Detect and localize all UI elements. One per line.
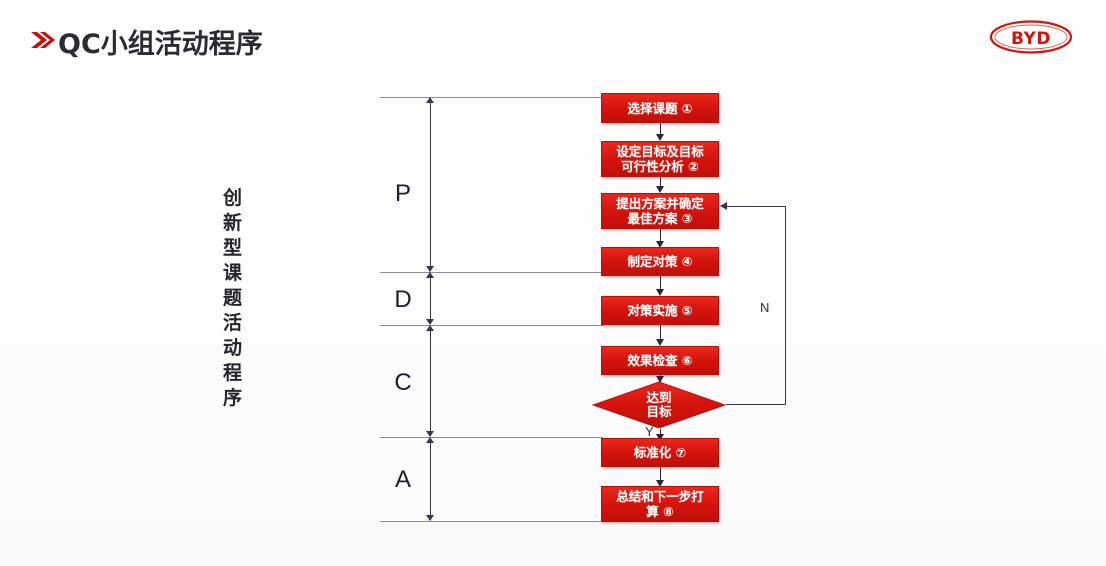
flow-step-2[interactable]: 设定目标及目标 可行性分析 ② xyxy=(601,141,719,177)
flow-connector-5-6-head xyxy=(655,339,664,346)
page-title: QC小组活动程序 xyxy=(58,29,263,60)
loop-segment-horizontal-top xyxy=(727,206,786,207)
flow-connector-5-6 xyxy=(660,325,661,339)
flow-step-3-label-line2: 最佳方案 ③ xyxy=(627,211,693,226)
side-label-char: 型 xyxy=(222,237,243,259)
pdca-span-p xyxy=(430,101,431,268)
pdca-span-c-arrow-bottom xyxy=(426,431,434,437)
decision-label-line1: 达到 xyxy=(646,390,672,405)
pdca-span-d-arrow-top xyxy=(426,272,434,278)
flow-connector-7-8 xyxy=(660,467,661,481)
pdca-letter-c: C xyxy=(394,369,412,396)
pdca-letter-a: A xyxy=(394,466,411,493)
diagram-side-label: 创 新 型 课 题 活 动 程 序 xyxy=(216,186,250,411)
flow-step-6[interactable]: 效果检查 ⑥ xyxy=(601,346,719,375)
flow-connector-1-2 xyxy=(660,123,661,136)
flow-connector-decision-7 xyxy=(660,429,661,438)
side-label-char: 题 xyxy=(222,287,243,309)
flow-step-4[interactable]: 制定对策 ④ xyxy=(601,247,719,276)
loop-arrowhead-icon xyxy=(720,202,727,210)
flow-connector-2-3-head xyxy=(655,186,664,193)
decision-diamond-shape xyxy=(592,381,726,429)
flow-connector-decision-7-head xyxy=(655,434,664,441)
pdca-letter-d: D xyxy=(394,286,412,313)
decision-label-line2: 目标 xyxy=(646,404,672,419)
side-label-char: 序 xyxy=(222,387,243,409)
flow-connector-6-decision-head xyxy=(655,376,664,383)
flow-step-8-label-line1: 总结和下一步打 xyxy=(616,489,704,504)
pdca-divider-top xyxy=(380,97,603,98)
flow-step-8-label-line2: 算 ⑧ xyxy=(646,504,674,519)
flow-step-7[interactable]: 标准化 ⑦ xyxy=(601,438,719,467)
flow-connector-4-5-head xyxy=(655,289,664,296)
flow-connector-1-2-head xyxy=(655,134,664,141)
side-label-char: 课 xyxy=(222,262,243,284)
slide-header: QC小组活动程序 BYD xyxy=(0,0,1106,78)
double-chevron-right-icon xyxy=(30,28,56,52)
flow-connector-7-8-head xyxy=(655,480,664,487)
flow-step-4-label: 制定对策 ④ xyxy=(627,254,693,269)
pdca-span-p-arrow-bottom xyxy=(426,266,434,272)
pdca-span-c-arrow-top xyxy=(426,325,434,331)
pdca-divider-d-c xyxy=(380,325,603,326)
pdca-divider-p-d xyxy=(380,272,603,273)
flow-step-5[interactable]: 对策实施 ⑤ xyxy=(601,296,719,325)
flow-step-6-label: 效果检查 ⑥ xyxy=(627,353,693,368)
side-label-char: 程 xyxy=(222,362,243,384)
flow-connector-2-3 xyxy=(660,177,661,188)
byd-oval-logo-icon: BYD xyxy=(989,19,1073,55)
svg-text:BYD: BYD xyxy=(1011,29,1051,49)
pdca-span-d-arrow-bottom xyxy=(426,319,434,325)
flow-step-3[interactable]: 提出方案并确定 最佳方案 ③ xyxy=(601,193,719,229)
flow-step-2-label-line2: 可行性分析 ② xyxy=(621,159,699,174)
side-label-char: 创 xyxy=(222,187,243,209)
pdca-span-a-arrow-bottom xyxy=(426,515,434,521)
decision-label: 达到 目标 xyxy=(592,381,726,429)
pdca-divider-bottom xyxy=(380,521,603,522)
pdca-span-p-arrow-top xyxy=(426,97,434,103)
loop-segment-vertical xyxy=(785,206,786,405)
pdca-span-a-arrow-top xyxy=(426,437,434,443)
side-label-char: 动 xyxy=(222,337,243,359)
side-label-char: 活 xyxy=(222,312,243,334)
loop-segment-horizontal-bottom xyxy=(726,404,786,405)
flow-connector-3-4-head xyxy=(655,241,664,248)
side-label-char: 新 xyxy=(222,212,243,234)
flow-step-8[interactable]: 总结和下一步打 算 ⑧ xyxy=(601,486,719,522)
flow-connector-4-5 xyxy=(660,276,661,290)
flow-step-2-label-line1: 设定目标及目标 xyxy=(616,144,704,159)
pdca-letter-p: P xyxy=(394,180,411,207)
pdca-span-c xyxy=(430,329,431,433)
flow-step-1-label: 选择课题 ① xyxy=(627,100,693,116)
pdca-span-a xyxy=(430,441,431,517)
flow-connector-3-4 xyxy=(660,229,661,243)
branch-label-no: N xyxy=(760,300,770,315)
flow-decision-node[interactable]: 达到 目标 xyxy=(592,381,726,429)
pdca-divider-c-a xyxy=(380,437,603,438)
branch-label-yes: Y xyxy=(645,424,654,439)
pdca-span-d xyxy=(430,276,431,321)
flow-step-3-label-line1: 提出方案并确定 xyxy=(616,196,704,211)
flow-step-7-label: 标准化 ⑦ xyxy=(633,445,687,460)
flow-step-1[interactable]: 选择课题 ① xyxy=(601,93,719,123)
flow-step-5-label: 对策实施 ⑤ xyxy=(627,303,693,318)
